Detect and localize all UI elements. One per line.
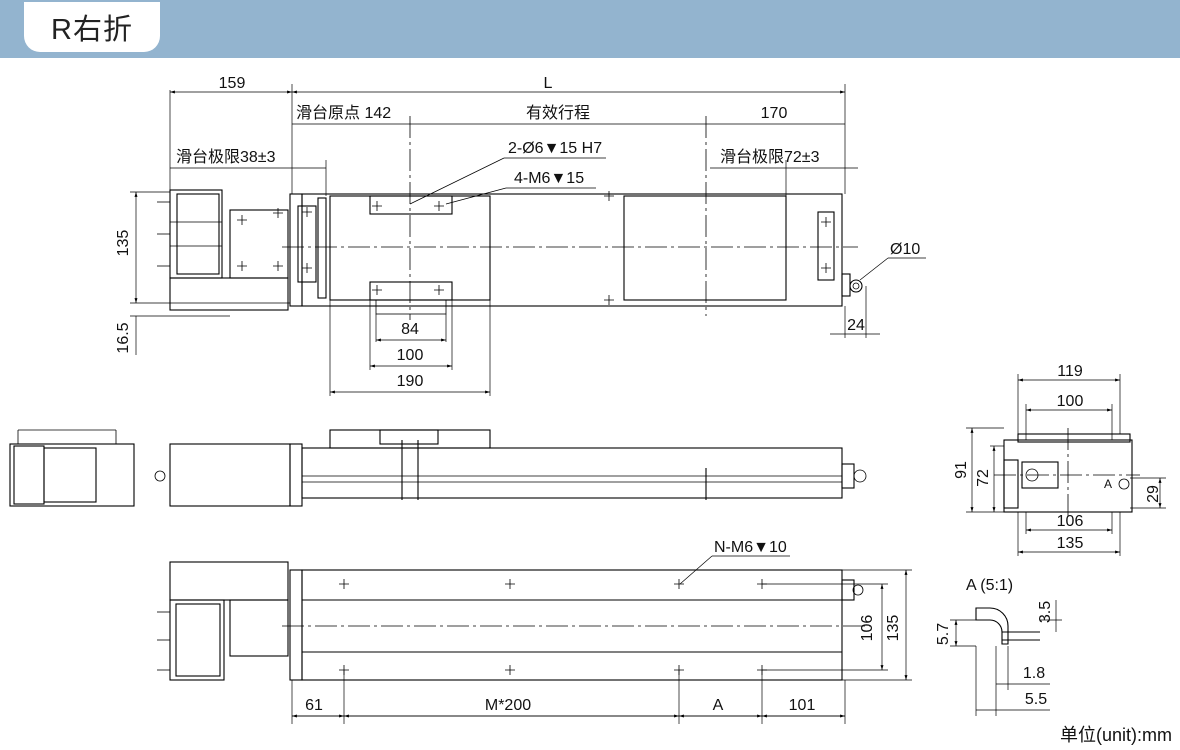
dim-170: 170 <box>761 105 788 122</box>
label-hole-m6: 4-M6▼15 <box>514 170 584 187</box>
dim-end-106: 106 <box>1057 513 1084 530</box>
dim-84: 84 <box>401 321 419 338</box>
dim-1-8: 1.8 <box>1023 665 1045 682</box>
dim-24: 24 <box>847 317 865 334</box>
dim-bottom-135: 135 <box>885 615 902 642</box>
dim-end-135: 135 <box>1057 535 1084 552</box>
dim-61: 61 <box>305 697 323 714</box>
dim-end-72: 72 <box>975 469 992 487</box>
dim-100: 100 <box>397 347 424 364</box>
dim-5-5: 5.5 <box>1025 691 1047 708</box>
dim-5-7: 5.7 <box>935 623 952 645</box>
end-view <box>966 374 1166 556</box>
dim-190: 190 <box>397 373 424 390</box>
dim-16-5: 16.5 <box>115 322 132 353</box>
header-banner <box>0 0 1180 58</box>
dim-3-5: 3.5 <box>1037 601 1054 623</box>
label-end-a: A <box>1104 477 1112 491</box>
dim-159: 159 <box>219 75 246 92</box>
dim-m200: M*200 <box>485 697 531 714</box>
dim-L: L <box>544 75 553 92</box>
label-limit-right: 滑台极限72±3 <box>720 148 820 166</box>
bottom-view <box>157 555 912 724</box>
dim-135-left: 135 <box>115 230 132 257</box>
detail-a <box>950 600 1062 716</box>
side-view <box>9 429 867 507</box>
header-tag: R右折 <box>24 2 160 52</box>
unit-label: 单位(unit):mm <box>1060 725 1172 745</box>
label-limit-left: 滑台极限38±3 <box>176 148 276 166</box>
dim-end-119: 119 <box>1057 363 1083 380</box>
dim-bottom-a: A <box>713 697 724 714</box>
dim-end-100: 100 <box>1057 393 1084 410</box>
label-stroke: 有效行程 <box>526 104 590 122</box>
dim-bottom-106: 106 <box>859 615 876 642</box>
dim-d10: Ø10 <box>890 241 920 258</box>
dim-end-29: 29 <box>1145 485 1162 503</box>
dim-end-91: 91 <box>953 461 970 479</box>
label-n-m6: N-M6▼10 <box>714 539 787 556</box>
label-origin: 滑台原点 142 <box>296 104 391 122</box>
label-hole-h7: 2-Ø6▼15 H7 <box>508 140 602 157</box>
dim-101: 101 <box>789 697 816 714</box>
label-detail-a: A (5:1) <box>966 577 1013 594</box>
top-view <box>130 84 926 396</box>
